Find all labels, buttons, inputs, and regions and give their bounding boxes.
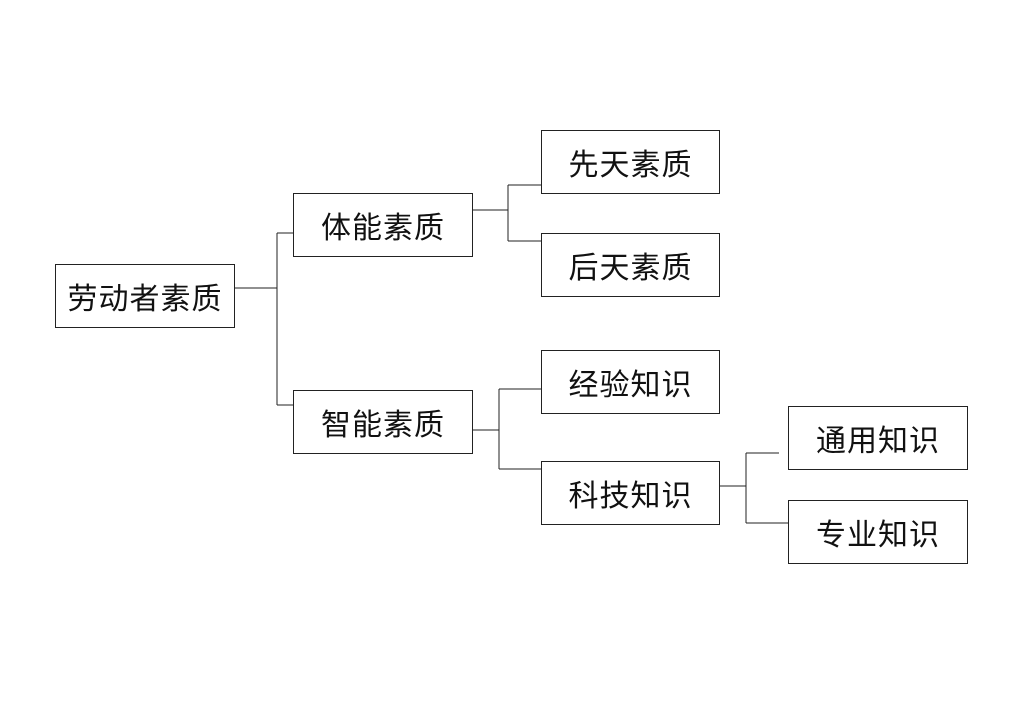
node-scitech-knowledge: 科技知识 <box>541 461 720 525</box>
node-experience-knowledge: 经验知识 <box>541 350 720 414</box>
node-specialized-knowledge: 专业知识 <box>788 500 968 564</box>
node-physical-quality: 体能素质 <box>293 193 473 257</box>
node-label: 后天素质 <box>568 251 693 286</box>
node-acquired-quality: 后天素质 <box>541 233 720 297</box>
node-label: 科技知识 <box>568 479 693 514</box>
node-innate-quality: 先天素质 <box>541 130 720 194</box>
node-label: 先天素质 <box>568 148 693 183</box>
node-intellectual-quality: 智能素质 <box>293 390 473 454</box>
node-label: 体能素质 <box>321 211 445 246</box>
node-laborer-quality: 劳动者素质 <box>55 264 235 328</box>
node-label: 劳动者素质 <box>67 282 223 317</box>
node-label: 专业知识 <box>816 518 940 553</box>
node-label: 智能素质 <box>321 408 445 443</box>
node-general-knowledge: 通用知识 <box>788 406 968 470</box>
node-label: 经验知识 <box>568 368 693 403</box>
node-label: 通用知识 <box>816 424 940 459</box>
